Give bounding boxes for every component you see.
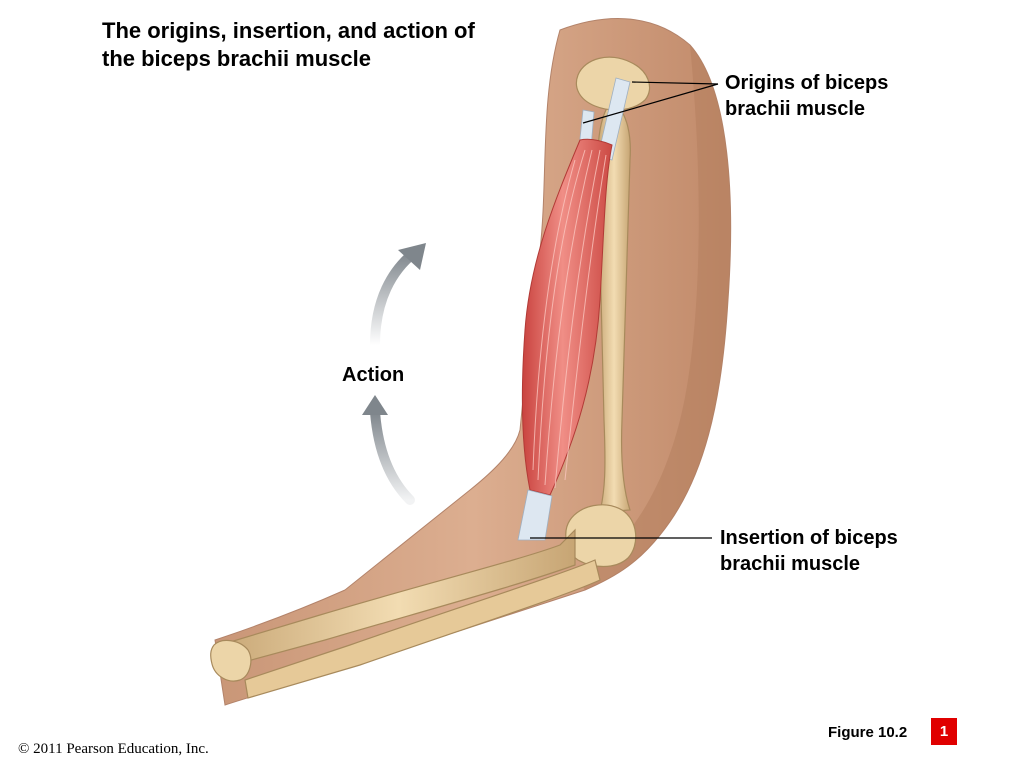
copyright-notice: © 2011 Pearson Education, Inc. [18,741,209,757]
arm-skin-shadow [575,45,731,590]
action-arrow-lower-head [362,395,388,415]
origin-tendon-long [597,77,631,161]
insertion-tendon [517,489,553,541]
origins-label: Origins of biceps brachii muscle [725,72,889,120]
figure-title: The origins, insertion, and action of th… [102,18,475,71]
arm-skin [214,18,732,706]
origins-leader-line-1 [631,81,719,85]
elbow-joint-bone [565,504,637,568]
wrist-bone [210,639,252,682]
ulna-bone [244,559,601,699]
origins-leader-line-2 [582,83,719,124]
action-arrow-upper-head [398,243,426,270]
shoulder-bone [575,56,651,111]
biceps-muscle [521,138,613,496]
action-label: Action [342,364,405,386]
insertion-label: Insertion of biceps brachii muscle [720,527,898,575]
page-number-badge: 1 [931,718,957,745]
action-arrow-lower [370,407,415,505]
figure-number: Figure 10.2 [828,724,908,741]
action-arrow-upper [370,247,420,350]
muscle-striations [532,149,607,489]
